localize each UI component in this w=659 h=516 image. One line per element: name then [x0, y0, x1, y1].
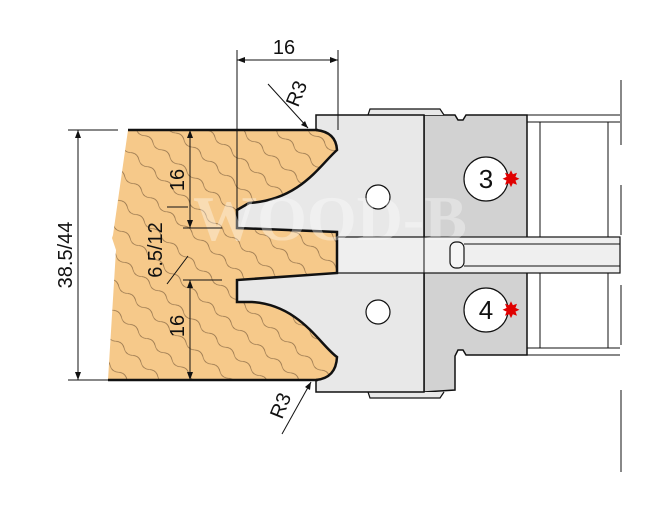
- dimension-top-width: 16: [236, 37, 339, 210]
- svg-text:6.5/12: 6.5/12: [145, 222, 167, 278]
- dimension-bottom-radius: R3: [266, 381, 312, 435]
- marker-star-icon: ✸: [502, 169, 520, 191]
- svg-text:3: 3: [479, 164, 493, 194]
- bolt-hole-upper: [365, 184, 391, 210]
- dimension-top-radius: R3: [267, 78, 312, 129]
- dimension-upper-height: 16: [167, 130, 193, 228]
- knife-label-4: 4 ✸: [463, 287, 520, 333]
- knife-label-3: 3 ✸: [463, 156, 520, 202]
- dimension-total-height: 38.5/44: [55, 129, 118, 381]
- bolt-hole-lower: [365, 299, 391, 325]
- svg-text:4: 4: [479, 295, 493, 325]
- marker-star-icon: ✸: [502, 300, 520, 322]
- svg-text:16: 16: [167, 169, 189, 191]
- watermark-logo: WOOD-B: [193, 183, 467, 254]
- svg-text:16: 16: [273, 37, 295, 59]
- svg-text:38.5/44: 38.5/44: [55, 222, 77, 289]
- svg-text:16: 16: [167, 315, 189, 337]
- dimension-lower-height: 16: [167, 280, 193, 380]
- spindle-lines: [527, 80, 622, 472]
